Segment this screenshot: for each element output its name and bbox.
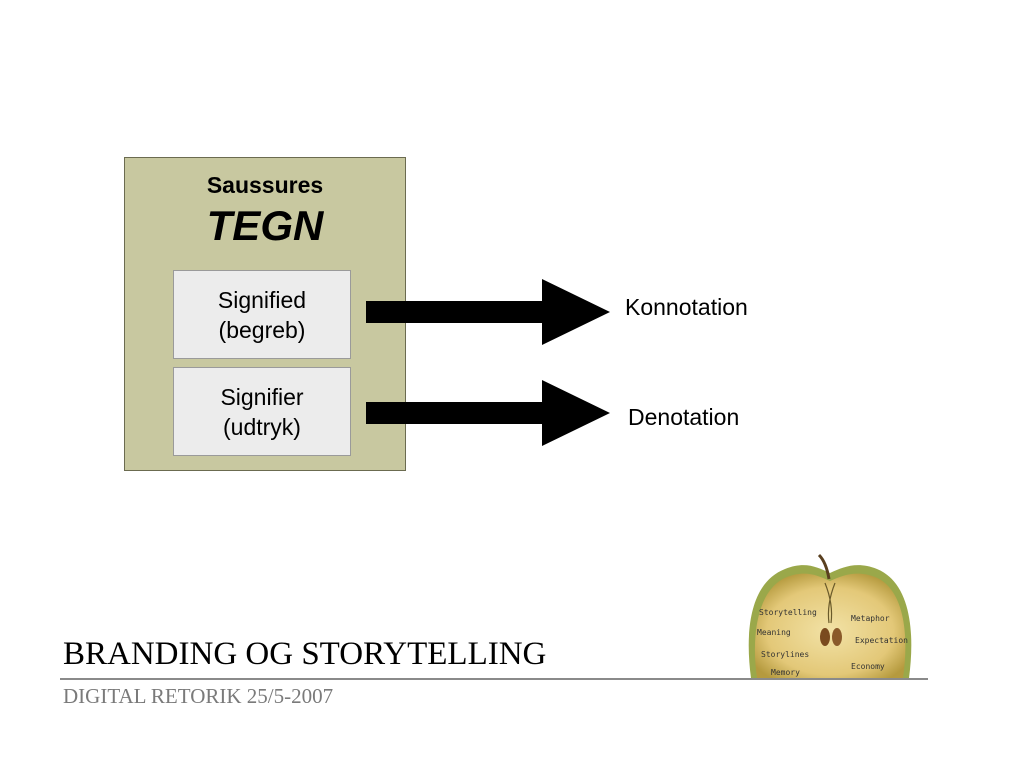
denotation-arrow-icon	[366, 380, 610, 446]
signified-line2: (begreb)	[218, 316, 306, 343]
apple-word: Economy	[851, 662, 885, 671]
slide-subtitle: DIGITAL RETORIK 25/5-2007	[63, 684, 334, 708]
apple-word: Metaphor	[851, 614, 890, 623]
saussure-sign-box: Saussures TEGN Signified (begreb) Signif…	[124, 157, 406, 471]
konnotation-label: Konnotation	[625, 294, 748, 320]
denotation-label: Denotation	[628, 404, 740, 430]
signifier-box: Signifier (udtryk)	[173, 367, 351, 456]
box-name: TEGN	[206, 202, 324, 249]
footer-divider	[60, 678, 928, 680]
apple-word: Meaning	[757, 628, 791, 637]
signifier-line2: (udtryk)	[223, 413, 301, 440]
slide-title: BRANDING OG STORYTELLING	[63, 636, 547, 672]
apple-image: Storytelling Meaning Storylines Memory M…	[748, 553, 912, 678]
apple-word: Memory	[771, 668, 800, 677]
signified-line1: Signified	[217, 286, 307, 313]
apple-word: Storytelling	[759, 608, 817, 617]
box-title: Saussures	[206, 172, 324, 198]
apple-word: Expectation	[855, 636, 908, 645]
signifier-line1: Signifier	[220, 383, 304, 410]
apple-word: Storylines	[761, 650, 809, 659]
signified-box: Signified (begreb)	[173, 270, 351, 359]
konnotation-arrow-icon	[366, 279, 610, 345]
